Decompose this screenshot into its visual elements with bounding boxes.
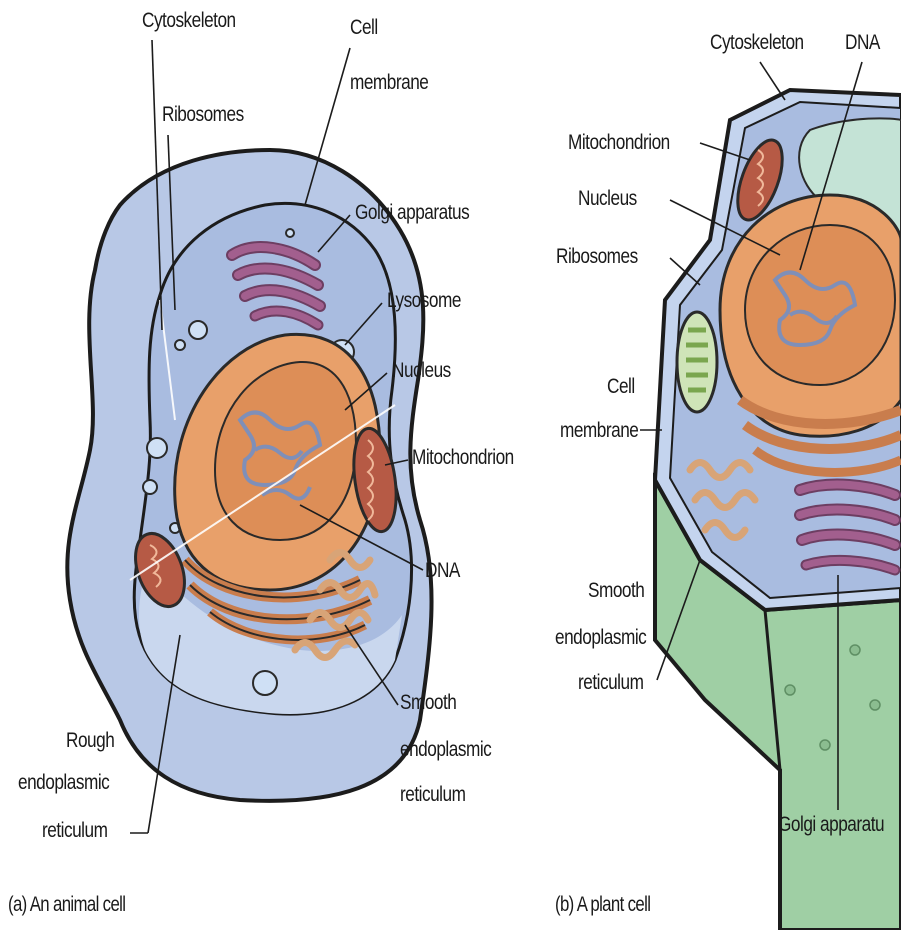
animal-label-mitochondrion: Mitochondrion [412, 445, 514, 470]
animal-label-rough-er-line1: Rough [66, 728, 114, 753]
plant-chloroplast [677, 312, 717, 412]
plant-label-cytoskeleton: Cytoskeleton [710, 30, 804, 55]
animal-label-smooth-er-line1: Smooth [400, 690, 456, 715]
plant-label-cell-membrane-line2: membrane [560, 418, 638, 443]
plant-label-smooth-er-line2: endoplasmic [555, 625, 646, 650]
animal-cell-caption: (a) An animal cell [8, 893, 125, 917]
plant-cell [640, 62, 901, 930]
animal-label-golgi-apparatus: Golgi apparatus [355, 200, 469, 225]
animal-cell [67, 40, 431, 833]
animal-label-ribosomes: Ribosomes [162, 102, 244, 127]
plant-label-mitochondrion: Mitochondrion [568, 130, 670, 155]
animal-label-cytoskeleton: Cytoskeleton [142, 8, 236, 33]
animal-label-cell-membrane-line1: Cell [350, 15, 378, 40]
plant-cell-caption: (b) A plant cell [555, 893, 650, 917]
plant-label-golgi-apparatus: Golgi apparatu [778, 812, 884, 837]
plant-label-ribosomes: Ribosomes [556, 244, 638, 269]
animal-label-nucleus: Nucleus [392, 358, 451, 383]
plant-label-smooth-er-line3: reticulum [578, 670, 643, 695]
animal-label-smooth-er-line3: reticulum [400, 782, 465, 807]
animal-label-rough-er-line3: reticulum [42, 818, 107, 843]
animal-label-rough-er-line2: endoplasmic [18, 770, 109, 795]
animal-label-smooth-er-line2: endoplasmic [400, 737, 491, 762]
animal-label-cell-membrane-line2: membrane [350, 70, 428, 95]
plant-label-cell-membrane-line1: Cell [607, 374, 635, 399]
plant-label-dna: DNA [845, 30, 880, 55]
animal-label-lysosome: Lysosome [387, 288, 461, 313]
animal-label-dna: DNA [425, 558, 460, 583]
plant-label-nucleus: Nucleus [578, 186, 637, 211]
plant-label-smooth-er-line1: Smooth [588, 578, 644, 603]
